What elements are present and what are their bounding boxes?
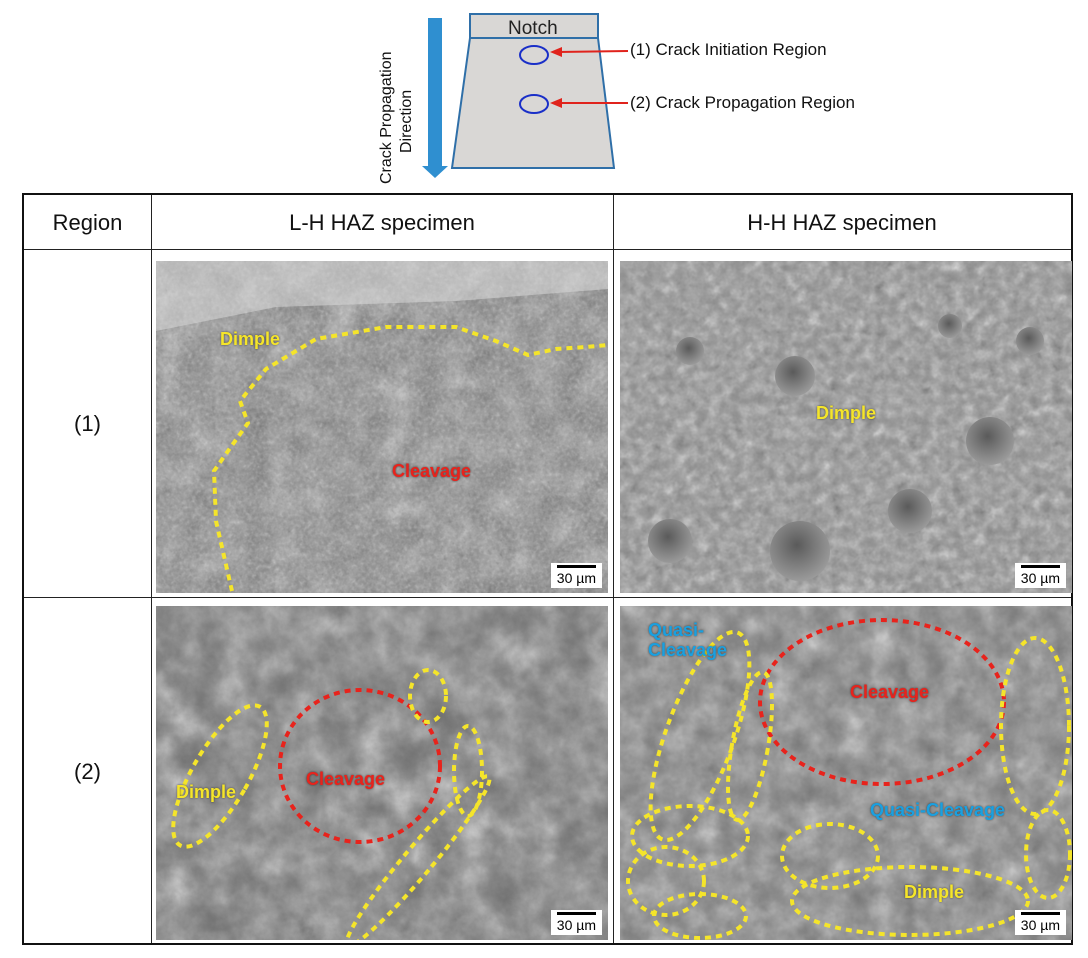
pointer-arrow-icon (550, 47, 629, 108)
sem-image (156, 261, 608, 593)
initiation-region-label: (1) Crack Initiation Region (630, 40, 827, 59)
dimple-boundary (630, 804, 750, 868)
sem-panel-r1-hh: Dimple 30 µm (620, 261, 1072, 593)
initiation-marker-icon (519, 45, 549, 65)
scale-bar: 30 µm (1014, 563, 1066, 588)
dimple-boundary (408, 668, 448, 724)
dimple-boundary (626, 845, 706, 917)
cleavage-label: Cleavage (392, 461, 472, 481)
cleavage-boundary (278, 688, 442, 844)
scale-bar: 30 µm (550, 910, 602, 935)
specimen-schematic: Notch Crack Propagation Direction (1) Cr… (360, 6, 920, 184)
quasi-cleavage-label: Quasi- Cleavage (648, 620, 728, 660)
dimple-label: Dimple (220, 329, 281, 349)
direction-label-line2: Direction (398, 89, 415, 153)
dimple-boundary (652, 892, 748, 940)
fractography-table: Region L-H HAZ specimen H-H HAZ specimen… (22, 193, 1073, 945)
scale-bar: 30 µm (1014, 910, 1066, 935)
sem-panel-r1-lh: Dimple Cleavage 30 µm (156, 261, 608, 593)
dimple-boundary (452, 724, 484, 818)
sem-panel-r2-hh: Quasi- Cleavage Cleavage Quasi-Cleavage … (620, 606, 1072, 940)
scale-bar: 30 µm (550, 563, 602, 588)
quasi-cleavage-boundary (726, 670, 774, 822)
dimple-label: Dimple (176, 782, 237, 802)
dimple-label: Dimple (816, 403, 877, 423)
dimple-boundary (171, 703, 269, 849)
header-region: Region (52, 210, 123, 235)
dimple-boundary (211, 325, 608, 592)
propagation-region-label: (2) Crack Propagation Region (630, 93, 855, 112)
column-divider (613, 195, 614, 943)
cleavage-label: Cleavage (306, 769, 386, 789)
dimple-boundary (1024, 808, 1072, 900)
row-divider (24, 597, 1071, 598)
propagation-arrow-icon (422, 18, 448, 178)
row-divider (24, 249, 1071, 250)
sem-image (156, 606, 608, 940)
schematic-drawing (422, 13, 629, 178)
propagation-marker-icon (519, 94, 549, 114)
sem-panel-r2-lh: Dimple Cleavage 30 µm (156, 606, 608, 940)
sem-image (620, 606, 1072, 940)
row-label-1: (1) (74, 411, 101, 436)
dimple-boundary (344, 774, 492, 940)
notch-label: Notch (508, 18, 558, 39)
quasi-cleavage-label: Quasi-Cleavage (870, 800, 1006, 820)
dimple-label: Dimple (904, 882, 965, 902)
cleavage-label: Cleavage (850, 682, 930, 702)
sem-image (620, 261, 1072, 593)
header-hh-haz: H-H HAZ specimen (747, 210, 937, 235)
header-lh-haz: L-H HAZ specimen (289, 210, 475, 235)
notch-box (469, 13, 599, 39)
dimple-boundary (790, 865, 1030, 937)
quasi-cleavage-boundary (999, 636, 1071, 816)
direction-label: Crack Propagation Direction (360, 16, 420, 184)
column-divider (151, 195, 152, 943)
row-label-2: (2) (74, 759, 101, 784)
dimple-boundary (780, 822, 880, 890)
direction-label-line1: Crack Propagation (378, 51, 395, 184)
